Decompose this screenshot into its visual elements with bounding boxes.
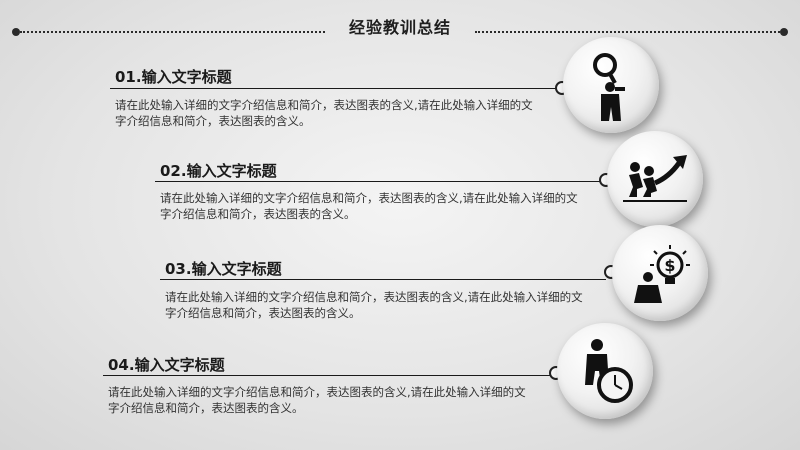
- header-dot-left: [12, 28, 20, 36]
- item-description: 请在此处输入详细的文字介绍信息和简介，表达图表的含义,请在此处输入详细的文字介绍…: [160, 191, 578, 221]
- icon-circle: [557, 323, 653, 419]
- item-underline: [103, 375, 551, 376]
- item-description: 请在此处输入详细的文字介绍信息和简介，表达图表的含义,请在此处输入详细的文字介绍…: [108, 385, 526, 415]
- header-line-right: [475, 31, 780, 33]
- item-title: 01.输入文字标题: [115, 68, 232, 86]
- idea-lightbulb-dollar-icon: $: [634, 245, 690, 303]
- page-title: 经验教训总结: [348, 18, 451, 37]
- businessman-clock-icon: [585, 339, 633, 403]
- item-underline: [155, 181, 601, 182]
- icon-circle: $: [612, 225, 708, 321]
- icon-circle: [607, 131, 703, 227]
- item-title: 03.输入文字标题: [165, 260, 282, 278]
- magnifier-businessman-icon: [593, 53, 625, 121]
- item-underline: [160, 279, 606, 280]
- item-title: 04.输入文字标题: [108, 356, 225, 374]
- pulling-arrow-icon: [623, 155, 687, 202]
- item-description: 请在此处输入详细的文字介绍信息和简介，表达图表的含义,请在此处输入详细的文字介绍…: [165, 290, 583, 320]
- item-description: 请在此处输入详细的文字介绍信息和简介，表达图表的含义,请在此处输入详细的文字介绍…: [115, 98, 533, 128]
- item-underline: [110, 88, 558, 89]
- header: 经验教训总结: [0, 0, 800, 60]
- icon-circle: [563, 37, 659, 133]
- item-title: 02.输入文字标题: [160, 162, 277, 180]
- header-line-left: [20, 31, 325, 33]
- svg-text:$: $: [664, 256, 675, 275]
- header-dot-right: [780, 28, 788, 36]
